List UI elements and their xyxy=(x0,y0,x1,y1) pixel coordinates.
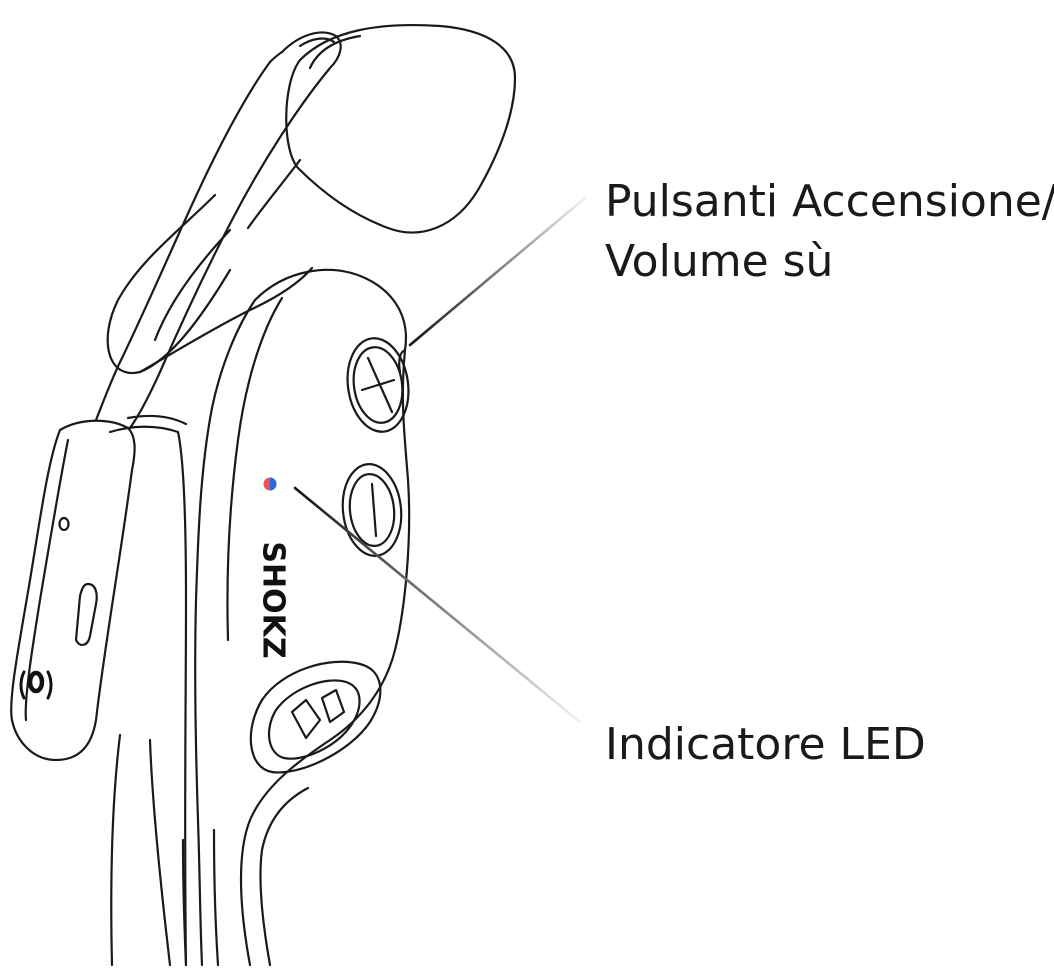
power-volume-up-callout-label: Pulsanti Accensione/ Volume sù xyxy=(605,172,1054,292)
brand-logo: SHOKZ xyxy=(256,541,291,658)
transducer-pad xyxy=(108,25,515,373)
connecting-band xyxy=(110,416,186,965)
led-indicator-dot xyxy=(264,478,277,491)
battery-pod xyxy=(11,421,134,760)
volume-down-button xyxy=(338,461,405,559)
multifunction-button-icon xyxy=(21,672,51,698)
bottom-switch xyxy=(251,662,381,773)
led-callout-leader xyxy=(295,488,580,722)
led-indicator-callout-label: Indicatore LED xyxy=(605,715,926,775)
power-callout-leader xyxy=(410,198,585,345)
power-callout-line-2: Volume sù xyxy=(605,232,1054,292)
ear-hook xyxy=(96,33,341,428)
power-callout-line-1: Pulsanti Accensione/ xyxy=(605,172,1054,232)
